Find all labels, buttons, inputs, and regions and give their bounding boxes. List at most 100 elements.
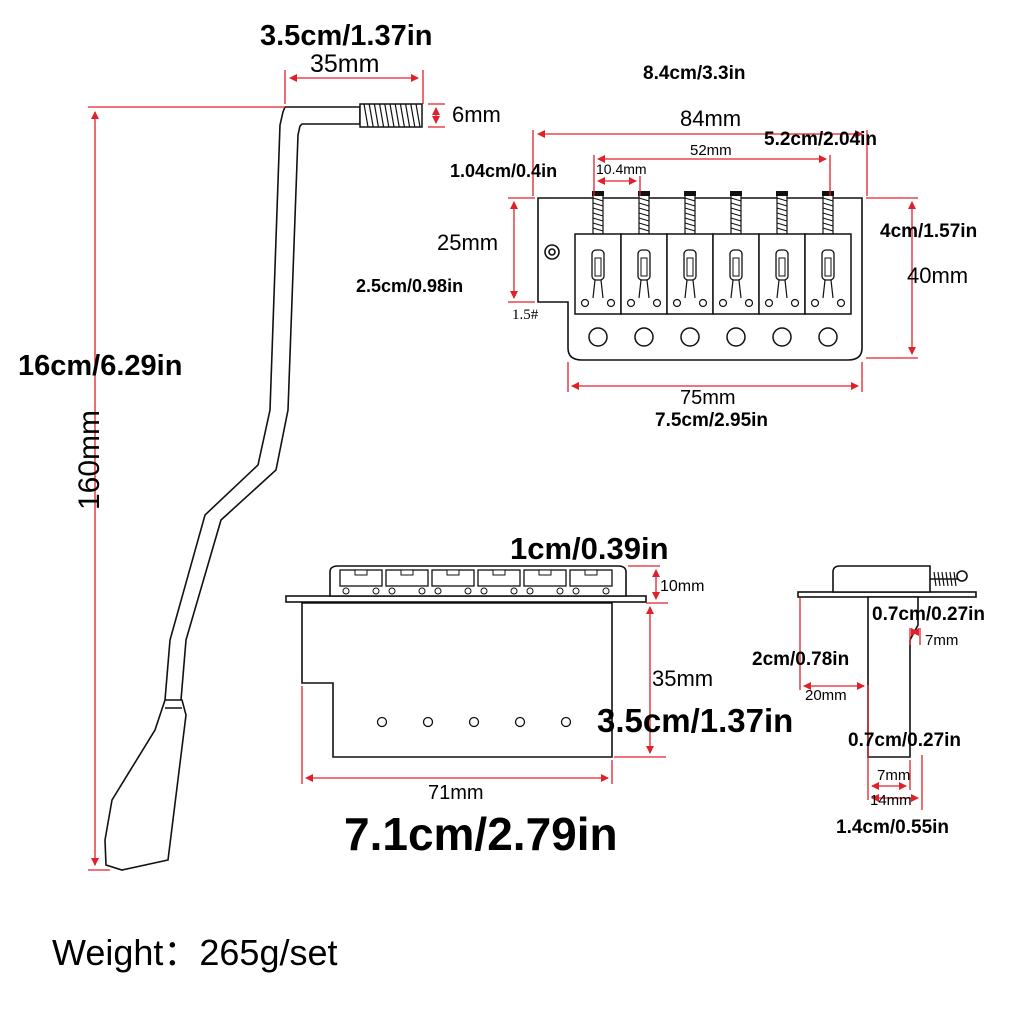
saddle-top [574, 191, 622, 315]
arm-bend-cm-label: 3.5cm/1.37in [260, 20, 433, 52]
screw-thread [776, 222, 788, 227]
screw-thread [592, 222, 604, 227]
thread-line [373, 103, 379, 128]
screw-thread [730, 222, 742, 227]
spring-coil [933, 571, 937, 587]
screw-head [638, 191, 650, 196]
thread-line [379, 103, 385, 128]
bridge-spacing-cm-label: 5.2cm/2.04in [764, 129, 878, 150]
screw-thread [730, 212, 742, 217]
screw-thread [776, 207, 788, 212]
screw-thread [592, 197, 604, 202]
screw-thread [638, 202, 650, 207]
saddle-screw-dot [764, 298, 774, 308]
saddle-arm [776, 279, 788, 299]
bridge-spacing-mm-label: 52mm [690, 142, 732, 159]
screw-thread [638, 217, 650, 222]
front-width-mm-label: 71mm [428, 782, 484, 804]
front-saddle-screw [602, 587, 610, 595]
weight-label: Weight：265g/set [52, 932, 338, 973]
screw-thread [592, 217, 604, 222]
thread-line [405, 103, 411, 128]
screw-thread [638, 197, 650, 202]
screw-thread [638, 212, 650, 217]
bridge-side-profile [797, 565, 977, 758]
front-saddle-cm-label: 1cm/0.39in [510, 531, 669, 566]
screw-thread [684, 217, 696, 222]
bridge-base-cm-label: 7.5cm/2.95in [655, 410, 769, 431]
thread-line [410, 103, 416, 128]
screw-thread [822, 207, 834, 212]
arm-thread-mm-label: 6mm [452, 102, 501, 127]
front-saddle-screw [526, 587, 534, 595]
string-hole [680, 327, 700, 347]
bridge-height-cm-label: 4cm/1.57in [880, 221, 978, 242]
bridge-side-dimensions [799, 598, 923, 810]
front-saddle-screw [572, 587, 580, 595]
bridge-base-mm-label: 75mm [680, 387, 736, 409]
saddle-slot-inner [640, 257, 648, 277]
spring-coil [949, 571, 953, 587]
screw-thread [730, 197, 742, 202]
saddle-screw-dot [580, 298, 590, 308]
front-block-hole [514, 716, 526, 728]
string-hole [634, 327, 654, 347]
screw-thread [822, 222, 834, 227]
front-saddle-screw [464, 587, 472, 595]
front-saddle-screw [480, 587, 488, 595]
thread-line [389, 103, 395, 128]
saddle-screw-dot [626, 298, 636, 308]
string-hole [588, 327, 608, 347]
screw-thread [822, 202, 834, 207]
arm-length-cm-label: 16cm/6.29in [18, 350, 183, 382]
saddle-slot-inner [594, 257, 602, 277]
saddle-arm [730, 279, 742, 299]
side-upper-cm-label: 0.7cm/0.27in [872, 604, 986, 625]
bridge-width-mm-label: 84mm [680, 106, 742, 131]
bridge-top-dimensions [508, 130, 918, 392]
front-saddle-notch [492, 569, 506, 576]
arm-thread [359, 103, 423, 128]
saddle-slot-inner [824, 257, 832, 277]
front-block-hole [560, 716, 572, 728]
screw-thread [776, 227, 788, 232]
front-saddle-notch [584, 569, 598, 576]
front-saddle-screw [342, 587, 350, 595]
screw-thread [638, 222, 650, 227]
screw-thread [730, 202, 742, 207]
front-saddle-notch [446, 569, 460, 576]
saddle-top [666, 191, 714, 315]
saddle-screw-dot [810, 298, 820, 308]
thread-line [394, 103, 400, 128]
front-saddle-screw [556, 587, 564, 595]
screw-thread [684, 212, 696, 217]
bridge-front-saddles [339, 569, 613, 595]
screw-thread [822, 227, 834, 232]
saddle-screw-dot [790, 298, 800, 308]
bridge-width-cm-label: 8.4cm/3.3in [643, 63, 746, 84]
screw-thread [776, 197, 788, 202]
screw-thread [776, 212, 788, 217]
thread-line [384, 103, 390, 128]
screw-thread [638, 207, 650, 212]
screw-thread [730, 227, 742, 232]
front-block-cm-label: 3.5cm/1.37in [597, 702, 794, 739]
bridge-saddles-top [574, 191, 852, 315]
front-saddle-screw [418, 587, 426, 595]
saddle-top [804, 191, 852, 315]
bridge-front-holes [376, 716, 572, 728]
thread-line [368, 103, 374, 128]
bridge-screw-label: 1.5# [512, 307, 539, 323]
string-hole [726, 327, 746, 347]
screw-thread [684, 197, 696, 202]
front-width-cm-label: 7.1cm/2.79in [344, 808, 618, 860]
saddle-arm [822, 279, 834, 299]
spring-coil [945, 571, 949, 587]
screw-thread [592, 202, 604, 207]
screw-head [776, 191, 788, 196]
bridge-side-spring [933, 571, 957, 587]
saddle-arm [592, 279, 604, 299]
saddle-screw-dot [672, 298, 682, 308]
spring-coil [937, 571, 941, 587]
